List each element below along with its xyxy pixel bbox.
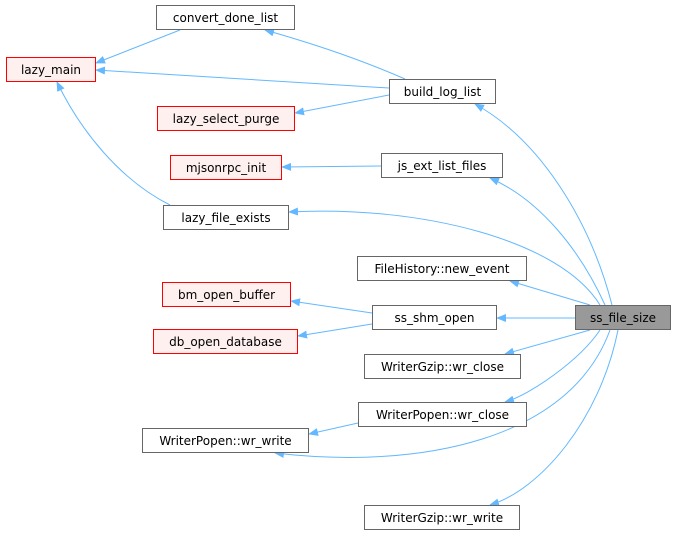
edge-ss_shm_open-to-bm_open_buffer — [290, 298, 373, 314]
edge-build_log_list-to-convert_done_list — [264, 28, 406, 80]
node-writerpopen-wr-write[interactable]: WriterPopen::wr_write — [142, 428, 309, 453]
node-db-open-database[interactable]: db_open_database — [153, 329, 298, 354]
edge-build_log_list-to-lazy_select_purge — [294, 94, 390, 116]
edge-convert_done_list-to-lazy_main — [95, 29, 181, 64]
node-js-ext-list-files[interactable]: js_ext_list_files — [381, 153, 503, 178]
node-lazy-main[interactable]: lazy_main — [6, 57, 96, 82]
edge-ss_file_size-to-js_ext_list_files — [489, 177, 606, 306]
edge-ss_file_size-to-writergzip_wr_close — [504, 329, 591, 356]
edge-ss_file_size-to-writerpopen_wr_close — [504, 329, 601, 404]
edge-ss_shm_open-to-db_open_database — [297, 323, 373, 339]
node-writergzip-wr-close[interactable]: WriterGzip::wr_close — [364, 354, 521, 379]
node-build-log-list[interactable]: build_log_list — [389, 79, 496, 104]
edge-js_ext_list_files-to-mjsonrpc_init — [281, 162, 382, 171]
node-lazy-select-purge[interactable]: lazy_select_purge — [157, 106, 295, 131]
edge-build_log_list-to-lazy_main — [95, 66, 390, 89]
node-bm-open-buffer[interactable]: bm_open_buffer — [162, 282, 291, 307]
edge-writerpopen_wr_close-to-writerpopen_wr_write — [308, 422, 359, 436]
edge-ss_file_size-to-filehistory_new_event — [509, 279, 591, 306]
node-mjsonrpc-init[interactable]: mjsonrpc_init — [170, 155, 282, 180]
node-writergzip-wr-write[interactable]: WriterGzip::wr_write — [364, 505, 520, 530]
node-ss-shm-open[interactable]: ss_shm_open — [372, 305, 497, 330]
node-writerpopen-wr-close[interactable]: WriterPopen::wr_close — [358, 402, 527, 427]
node-lazy-file-exists[interactable]: lazy_file_exists — [163, 205, 289, 230]
node-filehistory-new-event[interactable]: FileHistory::new_event — [357, 256, 527, 281]
node-convert-done-list[interactable]: convert_done_list — [156, 5, 295, 30]
edge-ss_file_size-to-build_log_list — [474, 103, 613, 306]
edge-lazy_file_exists-to-lazy_main — [56, 81, 171, 206]
edge-ss_file_size-to-writerpopen_wr_write — [274, 329, 611, 459]
edge-ss_file_size-to-writergzip_wr_write — [489, 329, 619, 507]
edge-ss_file_size-to-lazy_file_exists — [288, 207, 601, 306]
node-ss-file-size: ss_file_size — [575, 305, 671, 330]
